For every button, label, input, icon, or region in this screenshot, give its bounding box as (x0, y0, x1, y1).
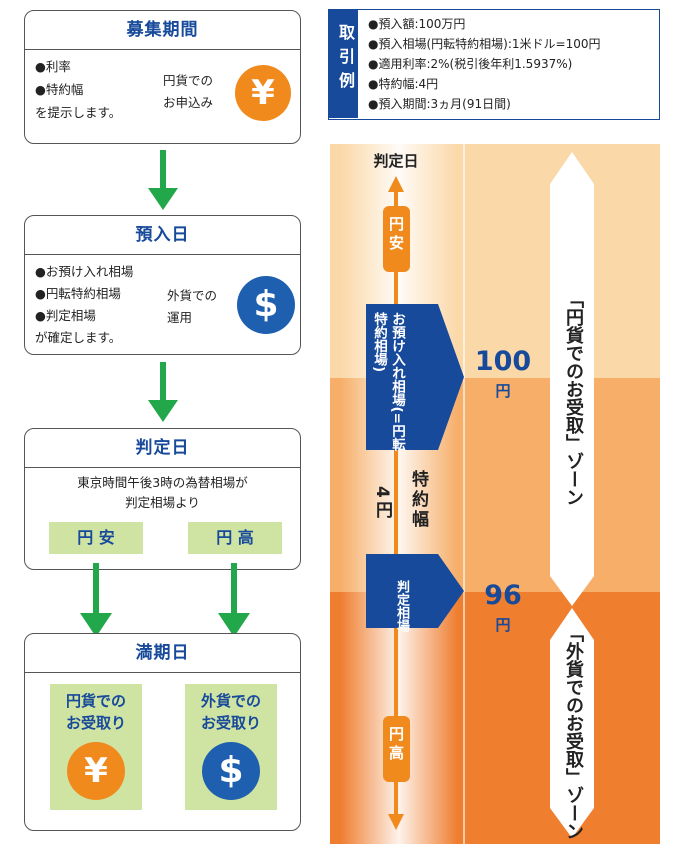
example-item-margin: ●特約幅:4円 (368, 77, 439, 91)
deposit-rate-value: 100 (474, 346, 532, 377)
example-item-period: ●預入期間:3ヵ月(91日間) (368, 97, 511, 111)
dollar-coin-icon: $ (237, 276, 295, 334)
yen-weak-label: 円安 (387, 216, 405, 254)
axis-arrow-up (388, 176, 404, 192)
deposit-side-text-2: 運用 (167, 310, 193, 325)
judge-box: 判定日 東京時間午後3時の為替相場が 判定相場より 円 安 円 高 (24, 428, 301, 570)
deposit-title: 預入日 (25, 216, 300, 255)
deposit-rate-unit: 円 (495, 382, 511, 400)
yen-strong-label: 円高 (387, 726, 405, 764)
yen-receipt-label-1: 円貨での (65, 692, 126, 710)
margin-value: 4円 (372, 486, 392, 521)
example-label-panel (329, 10, 358, 118)
deposit-item-judge: ●判定相場 (35, 308, 96, 323)
foreign-receipt-label-1: 外貨での (200, 692, 261, 710)
judge-rate-label: 判定相場 (394, 580, 409, 632)
recruit-item-margin: ●特約幅 (35, 82, 84, 97)
lower-zone-shape (550, 608, 594, 838)
deposit-rate-marker (366, 304, 464, 450)
margin-label: 特約幅 (408, 470, 428, 530)
yen-strong-pill (383, 716, 410, 782)
recruit-note: を提示します。 (35, 105, 122, 120)
judge-rate-value: 96 (484, 580, 522, 611)
deposit-rate-label: お預け入れ相場(=円転特約相場) (371, 312, 405, 451)
axis-arrow-down (388, 814, 404, 830)
recruit-title: 募集期間 (25, 11, 300, 50)
deposit-note: が確定します。 (35, 330, 122, 345)
example-label: 取引例 (336, 24, 355, 96)
down-arrow-yen-strong (218, 563, 250, 637)
recruit-item-rate: ●利率 (35, 59, 71, 74)
rate-zone-chart (330, 144, 660, 844)
deposit-box: 預入日 ●お預け入れ相場 ●円転特約相場 ●判定相場 が確定します。 外貨での … (24, 215, 301, 355)
yen-strong-tag: 円 高 (188, 522, 282, 554)
yen-coin-icon: ¥ (235, 65, 291, 121)
upper-zone-label: 「円貨でのお受取」ゾーン (563, 290, 584, 506)
recruit-box: 募集期間 ●利率 ●特約幅 を提示します。 円貨での お申込み ¥ (24, 10, 301, 144)
judge-desc-1: 東京時間午後3時の為替相場が (77, 475, 248, 490)
yen-coin-icon-maturity: ¥ (67, 742, 125, 800)
example-item-rate: ●預入相場(円転特約相場):1米ドル=100円 (368, 37, 601, 51)
deposit-item-rate: ●お預け入れ相場 (35, 264, 134, 279)
deposit-side-text-1: 外貨での (167, 288, 218, 303)
yen-weak-tag: 円 安 (49, 522, 143, 554)
judge-title: 判定日 (25, 429, 300, 468)
example-box: 取引例 ●預入額:100万円 ●預入相場(円転特約相場):1米ドル=100円 ●… (328, 9, 660, 120)
chart-top-label: 判定日 (373, 152, 419, 170)
recruit-side-text-2: お申込み (163, 95, 214, 110)
example-item-interest: ●適用利率:2%(税引後年利1.5937%) (368, 57, 573, 71)
yen-weak-pill (383, 206, 410, 272)
foreign-receipt-label-2: お受取り (200, 714, 261, 732)
upper-zone-shape (550, 152, 594, 606)
dollar-coin-icon-maturity: $ (202, 742, 260, 800)
judge-rate-marker (366, 554, 464, 628)
judge-rate-unit: 円 (495, 616, 511, 634)
yen-receipt-label-2: お受取り (65, 714, 126, 732)
example-item-amount: ●預入額:100万円 (368, 17, 466, 31)
maturity-box: 満期日 円貨での お受取り ¥ 外貨での お受取り $ (24, 633, 301, 831)
judge-desc-2: 判定相場より (125, 495, 200, 510)
down-arrow-2 (148, 362, 178, 422)
down-arrow-1 (148, 150, 178, 210)
lower-zone-label: 「外貨でのお受取」ゾーン (563, 624, 584, 840)
recruit-side-text-1: 円貨での (163, 73, 214, 88)
deposit-item-conversion: ●円転特約相場 (35, 286, 121, 301)
maturity-title: 満期日 (25, 634, 300, 673)
down-arrow-yen-weak (80, 563, 112, 637)
